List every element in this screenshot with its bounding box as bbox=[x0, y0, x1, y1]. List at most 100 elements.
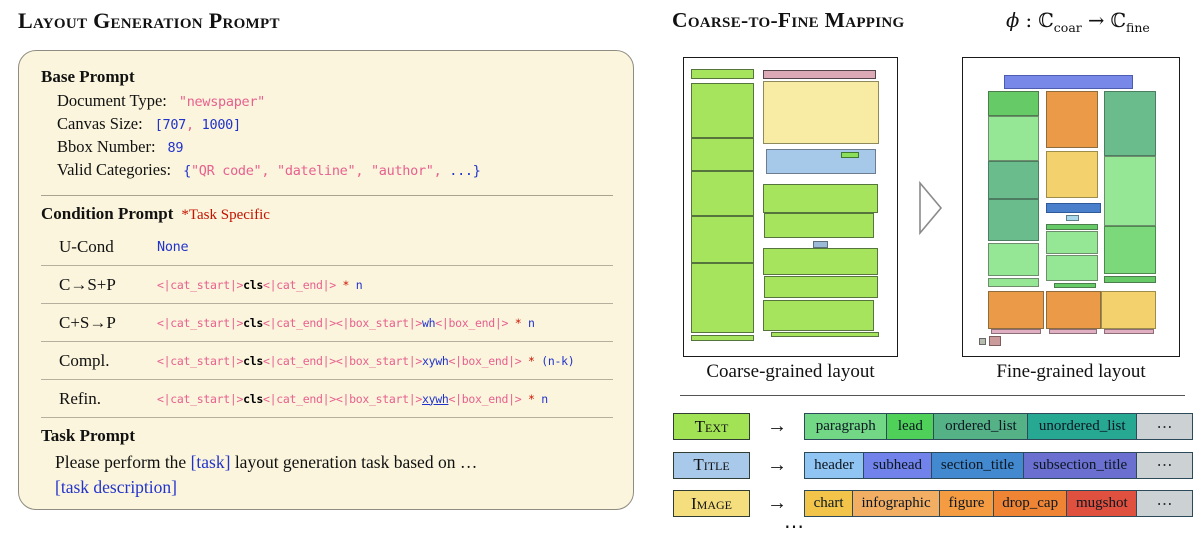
layout-box-green bbox=[691, 69, 754, 79]
legend-category-cell: unordered_list bbox=[1027, 413, 1138, 440]
layout-box-blue bbox=[766, 149, 876, 174]
coarse-to-fine-panel: Coarse-to-Fine Mapping ϕ : ℂcoar → ℂfine… bbox=[672, 0, 1202, 546]
task-prompt-heading: Task Prompt bbox=[41, 426, 135, 445]
legend-ellipsis-cell: ⋯ bbox=[1135, 451, 1193, 479]
task-specific-note: *Task Specific bbox=[181, 207, 270, 223]
condition-row: Compl.<|cat_start|>cls<|cat_end|><|box_s… bbox=[41, 342, 613, 380]
legend-coarse-label: Title bbox=[673, 451, 750, 479]
code-segment: cls bbox=[243, 315, 263, 330]
set-fine-symbol: ℂ bbox=[1110, 9, 1127, 32]
legend-category-cell: subsection_title bbox=[1022, 451, 1138, 479]
field-label: Valid Categories: bbox=[57, 160, 172, 179]
code-segment: * bbox=[508, 315, 528, 330]
legend-category-cell: subhead bbox=[862, 451, 933, 479]
task-prompt-line: Please perform the [task] layout generat… bbox=[55, 450, 613, 475]
subscript-coar: coar bbox=[1053, 19, 1082, 35]
code-segment: * bbox=[335, 277, 356, 292]
layout-box-green bbox=[763, 184, 878, 213]
subscript-fine: fine bbox=[1126, 19, 1150, 35]
phi-symbol: ϕ bbox=[1006, 9, 1020, 32]
field-value: [707, 1000] bbox=[155, 117, 241, 133]
code-segment: * bbox=[521, 353, 542, 368]
code-segment: ...} bbox=[449, 163, 481, 179]
layout-box-bluesm bbox=[813, 241, 828, 248]
condition-row: C→S+P<|cat_start|>cls<|cat_end|> * n bbox=[41, 266, 613, 304]
code-segment: <|cat_end|> bbox=[262, 277, 336, 292]
legend-category-cell: infographic bbox=[851, 490, 941, 517]
legend-coarse-label: Image bbox=[673, 490, 750, 517]
layout-box-flgreen bbox=[988, 278, 1039, 287]
code-segment: <|box_end|> bbox=[435, 315, 509, 330]
layout-box-fpink bbox=[1104, 329, 1154, 334]
condition-row-pattern: None bbox=[157, 239, 189, 255]
layout-box-fgreen bbox=[1054, 283, 1096, 288]
layout-box-fpink bbox=[1049, 329, 1097, 334]
base-prompt-section: Base Prompt Document Type:"newspaper"Can… bbox=[41, 67, 613, 196]
layout-box-green bbox=[691, 216, 754, 263]
layout-box-fteal bbox=[1104, 91, 1156, 156]
layout-box-green bbox=[764, 276, 878, 298]
set-coarse-symbol: ℂ bbox=[1038, 9, 1054, 32]
code-segment: (n-k) bbox=[541, 353, 575, 368]
code-segment: <|cat_start|> bbox=[157, 277, 244, 292]
layout-box-fgreen bbox=[988, 91, 1039, 116]
legend-category-cell: header bbox=[804, 451, 865, 479]
layout-box-flgreen bbox=[1046, 231, 1098, 254]
condition-row-label: C+S→P bbox=[59, 312, 116, 332]
task-segment: [task] bbox=[190, 452, 231, 472]
legend-coarse-label: Text bbox=[673, 413, 750, 440]
layout-box-fgreen2 bbox=[1104, 226, 1156, 274]
base-field: Bbox Number:89 bbox=[57, 137, 613, 157]
layout-box-green bbox=[691, 263, 754, 333]
layout-box-fgreen bbox=[1046, 224, 1098, 230]
legend-category-cell: chart bbox=[804, 490, 854, 517]
coarse-layout-diagram bbox=[683, 57, 898, 357]
field-label: Canvas Size: bbox=[57, 114, 143, 133]
code-segment: { bbox=[183, 163, 191, 179]
code-segment: <|box_end|> bbox=[448, 391, 522, 406]
legend-category-cell: lead bbox=[886, 413, 935, 440]
fine-caption: Fine-grained layout bbox=[996, 361, 1146, 382]
layout-box-flgreen bbox=[1046, 255, 1098, 281]
task-segment: [task description] bbox=[55, 476, 177, 497]
layout-box-flgreen bbox=[1104, 156, 1156, 226]
base-prompt-heading: Base Prompt bbox=[41, 67, 135, 86]
legend-arrow: → bbox=[767, 453, 787, 476]
layout-box-green bbox=[691, 335, 754, 341]
layout-box-fyellow bbox=[1101, 291, 1156, 329]
legend-arrow: → bbox=[767, 492, 787, 514]
layout-box-forange bbox=[1046, 291, 1101, 329]
layout-box-fgreen bbox=[1104, 276, 1156, 283]
base-prompt-fields: Document Type:"newspaper"Canvas Size:[70… bbox=[41, 91, 613, 180]
layout-box-peri bbox=[1004, 75, 1133, 89]
code-segment: <|cat_start|> bbox=[157, 315, 244, 330]
condition-prompt-heading-row: Condition Prompt*Task Specific bbox=[41, 204, 613, 224]
code-segment: wh bbox=[421, 315, 436, 330]
fine-layout-diagram bbox=[962, 57, 1180, 357]
layout-box-yellow bbox=[763, 81, 879, 144]
task-segment: Please perform the bbox=[55, 452, 191, 472]
base-field: Valid Categories:{"QR code", "dateline",… bbox=[57, 160, 613, 180]
coarse-caption: Coarse-grained layout bbox=[706, 361, 875, 382]
layout-generation-prompt-panel: Layout Generation Prompt Base Prompt Doc… bbox=[18, 0, 652, 510]
code-segment: n bbox=[541, 391, 548, 406]
condition-row-pattern: <|cat_start|>cls<|cat_end|><|box_start|>… bbox=[157, 316, 535, 330]
layout-box-forange bbox=[988, 291, 1044, 329]
task-segment: layout generation task based on … bbox=[230, 452, 478, 472]
code-segment: cls bbox=[243, 353, 263, 368]
code-segment: <|box_end|> bbox=[448, 353, 522, 368]
layout-box-fpink bbox=[991, 329, 1041, 334]
layout-box-green bbox=[763, 248, 878, 275]
legend-more-ellipsis: ⋯ bbox=[784, 516, 806, 538]
code-segment: n bbox=[355, 277, 363, 292]
condition-row-label: Refin. bbox=[59, 388, 102, 408]
